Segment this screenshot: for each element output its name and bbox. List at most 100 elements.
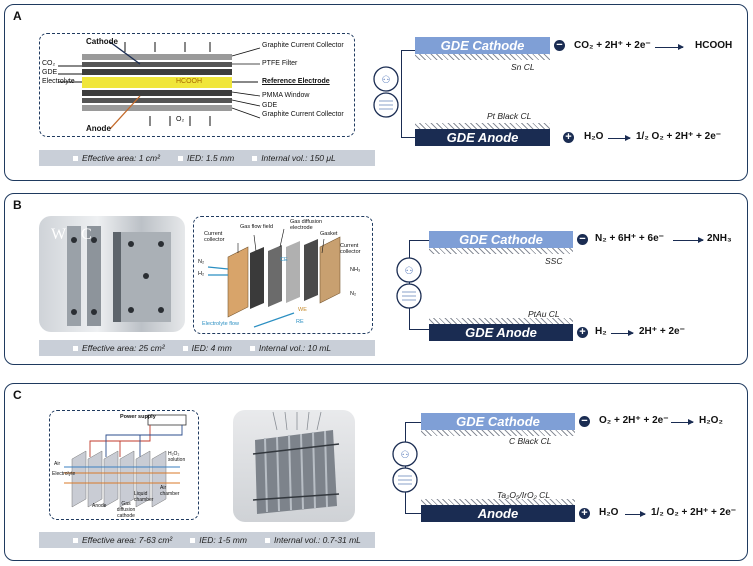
gde-anode-bar: GDE Anode — [415, 129, 550, 146]
anode-cl-hatch — [421, 499, 575, 505]
anode-product: 1/₂ O₂ + 2H⁺ + 2e⁻ — [651, 507, 737, 518]
anode-cl-hatch — [415, 123, 550, 129]
internal-volume: Internal vol.: 10 mL — [258, 343, 332, 353]
power-supply-icon: ⚇ — [373, 66, 399, 118]
anode-reaction: H₂ — [595, 326, 607, 337]
gde-cathode-bar: GDE Cathode — [415, 37, 550, 54]
label-air: Air — [54, 461, 61, 467]
label-gde: GDE — [42, 69, 58, 76]
svg-text:⚇: ⚇ — [401, 450, 410, 461]
stack-schematic-frame: Power supply H₂O₂ solution Air Electroly… — [49, 410, 199, 520]
label-re: RE — [296, 319, 304, 325]
stack-cell-schematic — [64, 414, 187, 508]
cathode-arrow — [655, 44, 684, 50]
panel-a: A — [4, 4, 748, 181]
gde-anode-bar: GDE Anode — [429, 324, 573, 341]
label-h2: H₂ — [198, 271, 205, 277]
panel-label: C — [13, 388, 22, 402]
power-supply-icon: ⚇ — [396, 257, 422, 309]
minus-icon: − — [554, 40, 565, 51]
effective-area: Effective area: 7-63 cm² — [82, 535, 173, 545]
label-power-supply: Power supply — [120, 414, 156, 420]
label-ptfe: PTFE Filter — [262, 60, 298, 67]
cathode-cl-hatch — [415, 54, 550, 60]
cell-info-bar: Effective area: 7-63 cm² IED: 1-5 mm Int… — [39, 532, 375, 548]
svg-text:⚇: ⚇ — [405, 266, 414, 277]
cathode-product: 2NH₃ — [707, 233, 732, 244]
photo-letter-w: W — [51, 226, 67, 243]
anode-cl-hatch — [429, 318, 573, 324]
schematic-frame: Cathode CO₂ GDE Electrolyte HCOOH O₂ Ano… — [39, 33, 355, 137]
label-anode: Anode — [92, 503, 107, 509]
power-supply-icon: ⚇ — [392, 441, 418, 493]
anode-reaction: H₂O — [599, 507, 619, 518]
cell-info-bar: Effective area: 25 cm² IED: 4 mm Interna… — [39, 340, 375, 356]
anode-bar: Anode — [421, 505, 575, 522]
plus-icon: + — [577, 327, 588, 338]
ied: IED: 1.5 mm — [186, 153, 235, 163]
label-cathode: Cathode — [86, 37, 118, 46]
label-n2-out: N₂ — [350, 291, 357, 297]
label-pmma: PMMA Window — [262, 92, 310, 99]
effective-area: Effective area: 1 cm² — [82, 153, 160, 163]
cathode-product: HCOOH — [695, 40, 733, 51]
label-graphite-cc-bottom: Graphite Current Collector — [262, 111, 344, 118]
label-nh3: NH₃ — [350, 267, 361, 273]
cathode-reaction: CO₂ + 2H⁺ + 2e⁻ — [574, 40, 651, 51]
cell-info-bar: Effective area: 1 cm² IED: 1.5 mm Intern… — [39, 150, 375, 166]
svg-text:⚇: ⚇ — [382, 75, 391, 86]
label-liquid-chamber: Liquid chamber — [134, 491, 154, 503]
label-electrolyte: Electrolyte — [52, 471, 76, 477]
cathode-reaction: N₂ + 6H⁺ + 6e⁻ — [595, 233, 664, 244]
exploded-cell-schematic — [207, 228, 341, 328]
label-gas-flow-field: Gas flow field — [240, 224, 274, 230]
label-o2: O₂ — [176, 116, 185, 123]
label-gde-right: GDE — [262, 102, 278, 109]
anode-cl-label: PtAu CL — [528, 309, 560, 319]
label-graphite-cc-top: Graphite Current Collector — [262, 42, 344, 49]
label-gas-diffusion-cathode: Gas diffusion cathode — [116, 501, 136, 519]
label-n2-in: N₂ — [198, 259, 205, 265]
panel-b: B W C Current collector Gas flow field G… — [4, 193, 748, 365]
minus-icon: − — [579, 416, 590, 427]
plus-icon: + — [579, 508, 590, 519]
label-h2o2-solution: H₂O₂ solution — [168, 451, 186, 463]
label-electrolyte: Electrolyte — [42, 78, 75, 85]
anode-arrow — [608, 135, 631, 141]
cathode-cl-label: SSC — [545, 256, 563, 266]
label-co2: CO₂ — [42, 60, 56, 67]
gde-cathode-bar: GDE Cathode — [421, 413, 575, 430]
panel-label: A — [13, 9, 22, 23]
cathode-reaction: O₂ + 2H⁺ + 2e⁻ — [599, 415, 669, 426]
anode-cl-label: Ta₂O₅/IrO₂ CL — [497, 490, 551, 500]
panel-c: C Power supply H₂O₂ solution Air Electro… — [4, 383, 748, 561]
cell-photo: W C — [39, 216, 185, 332]
cathode-cl-hatch — [421, 430, 575, 436]
anode-product: 1/₂ O₂ + 2H⁺ + 2e⁻ — [636, 131, 722, 142]
plus-icon: + — [563, 132, 574, 143]
photo-letter-c: C — [81, 226, 92, 243]
label-electrolyte-flow: Electrolyte flow — [202, 321, 239, 327]
cathode-cl-label: C Black CL — [509, 436, 552, 446]
label-air-chamber: Air chamber — [160, 485, 180, 497]
label-reference-electrode: Reference Electrode — [262, 78, 330, 85]
internal-volume: Internal vol.: 150 μL — [261, 153, 336, 163]
anode-arrow — [625, 511, 646, 517]
internal-volume: Internal vol.: 0.7-31 mL — [273, 535, 361, 545]
label-hcooh: HCOOH — [176, 78, 203, 85]
anode-product: 2H⁺ + 2e⁻ — [639, 326, 685, 337]
gde-cathode-bar: GDE Cathode — [429, 231, 573, 248]
anode-cl-label: Pt Black CL — [487, 111, 532, 121]
ied: IED: 4 mm — [191, 343, 232, 353]
label-gasket: Gasket — [320, 231, 338, 237]
cathode-cl-label: Sn CL — [511, 62, 535, 72]
stack-photo — [233, 410, 355, 522]
label-gde: Gas diffusion electrode — [290, 219, 323, 231]
circuit-wire — [401, 50, 415, 138]
cathode-cl-hatch — [429, 248, 573, 254]
panel-label: B — [13, 198, 22, 212]
cathode-arrow — [671, 419, 694, 425]
anode-arrow — [611, 330, 634, 336]
label-we: WE — [298, 307, 307, 313]
minus-icon: − — [577, 234, 588, 245]
